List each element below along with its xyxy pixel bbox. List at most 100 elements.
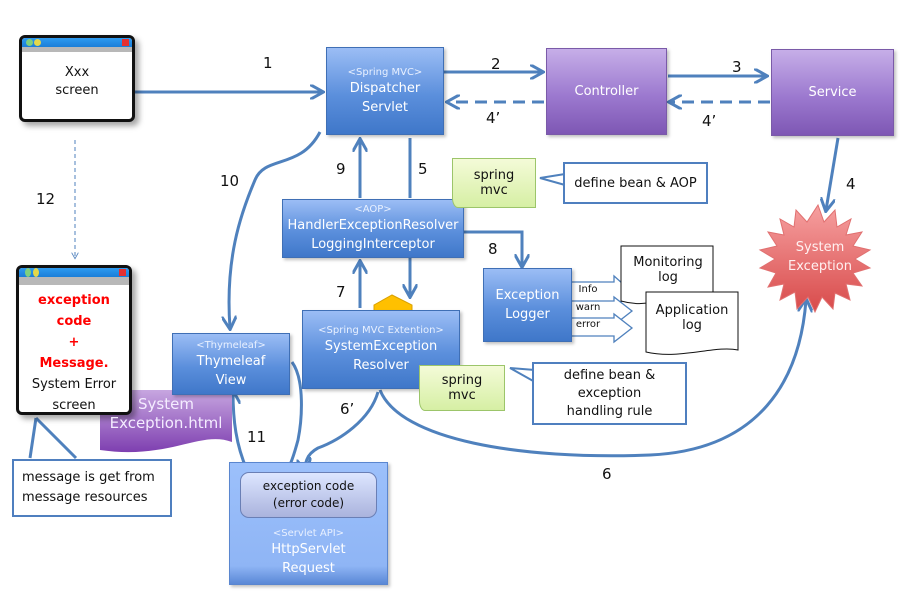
- spring-mvc-config-note: spring mvc: [452, 158, 536, 208]
- system-error-screen-window: exception code + Message. System Error s…: [16, 265, 132, 415]
- callout-text: define bean & AOP: [574, 175, 697, 191]
- step-label-7: 7: [336, 283, 346, 301]
- define-exception-rule-callout: define bean & exception handling rule: [532, 362, 687, 425]
- arrow-4: [826, 137, 840, 210]
- component-label: Exception: [495, 288, 560, 303]
- error-screen-label: System Error: [31, 377, 117, 392]
- stereotype-label: <Spring MVC>: [347, 66, 423, 78]
- step-label-2: 2: [491, 55, 501, 73]
- template-label-line: System: [138, 395, 194, 413]
- step-label-4prime: 4’: [702, 112, 717, 130]
- arrow-8: [464, 230, 522, 266]
- component-label: LoggingInterceptor: [311, 237, 435, 252]
- error-code-label: exception code: [262, 479, 355, 493]
- component-label: Controller: [574, 84, 639, 99]
- error-code-label: (error code): [272, 496, 345, 510]
- exception-logger-box: Exception Logger: [483, 268, 572, 342]
- step-label-11: 11: [247, 428, 267, 446]
- define-bean-aop-callout: define bean & AOP: [563, 162, 708, 204]
- arrow-6: [378, 300, 806, 458]
- template-label: System Exception.html: [100, 388, 232, 440]
- stereotype-label: <AOP>: [354, 204, 392, 215]
- application-log-doc: [645, 291, 739, 355]
- system-exception-starburst: [758, 203, 872, 314]
- step-label-1: 1: [263, 54, 273, 72]
- stereotype-label: <Servlet API>: [272, 528, 345, 539]
- note-label: mvc: [448, 388, 476, 403]
- stereotype-label: <Thymeleaf>: [196, 339, 266, 351]
- log-level-error: error: [575, 319, 601, 330]
- component-label: Logger: [505, 307, 550, 322]
- component-label: Service: [808, 85, 857, 100]
- arrow-10: [229, 131, 322, 328]
- note-label: spring: [441, 373, 483, 388]
- window-close-icon: [119, 269, 126, 276]
- xxx-screen-window: Xxx screen: [19, 35, 135, 122]
- thymeleaf-view-box: <Thymeleaf> Thymeleaf View: [172, 333, 290, 395]
- xxx-screen-label: Xxx: [64, 65, 90, 80]
- callout-text: handling rule: [566, 403, 653, 419]
- step-label-6prime: 6’: [340, 400, 355, 418]
- template-document-shape: [100, 390, 232, 453]
- component-label: Resolver: [353, 358, 409, 373]
- system-exception-label: System Exception: [775, 235, 865, 279]
- stereotype-label: <Spring MVC Extention>: [318, 325, 444, 336]
- service-box: Service: [771, 49, 894, 136]
- note-label: mvc: [480, 183, 508, 198]
- step-label-9: 9: [336, 160, 346, 178]
- exception-code-label: exception code: [38, 293, 110, 329]
- step-label-3: 3: [732, 58, 742, 76]
- xxx-screen-label: screen: [55, 83, 99, 98]
- application-log-label: Application log: [650, 296, 734, 340]
- callout-text: message resources: [22, 490, 148, 505]
- arrow-11: [233, 392, 249, 471]
- component-label: HandlerExceptionResolver: [287, 218, 459, 233]
- step-label-4prime: 4’: [486, 109, 501, 127]
- template-label-line: Exception.html: [109, 414, 223, 432]
- component-label: Thymeleaf: [196, 353, 266, 369]
- error-screen-label: screen: [52, 398, 96, 413]
- exception-label-line: Exception: [788, 259, 852, 274]
- handler-exception-resolver-box: <AOP> HandlerExceptionResolver LoggingIn…: [282, 199, 464, 258]
- exception-label-line: System: [795, 240, 845, 255]
- component-label: Request: [282, 561, 335, 576]
- note-pointer-aop: [539, 173, 566, 186]
- window-title-bar: [19, 268, 129, 277]
- step-label-8: 8: [488, 240, 498, 258]
- window-dot-icon: [25, 268, 31, 277]
- callout-text: exception: [577, 385, 642, 401]
- error-code-box: exception code (error code): [240, 472, 377, 518]
- dispatcher-servlet-box: <Spring MVC> Dispatcher Servlet: [326, 47, 444, 135]
- component-label: SystemException: [324, 339, 438, 354]
- step-label-12: 12: [36, 190, 56, 208]
- window-dot-icon: [26, 39, 33, 46]
- monitoring-log-label: Monitoring log: [626, 250, 710, 290]
- message-resources-callout: message is get from message resources: [12, 459, 172, 517]
- component-label: View: [215, 372, 247, 388]
- note-pointer-line: [28, 416, 78, 460]
- log-label: Application: [655, 303, 729, 318]
- step-label-10: 10: [220, 172, 240, 190]
- step-label-4: 4: [846, 175, 856, 193]
- message-label: Message.: [39, 356, 109, 371]
- log-label: log: [658, 270, 678, 285]
- window-close-icon: [122, 39, 129, 46]
- log-level-warn: warn: [575, 302, 601, 313]
- window-title-bar: [22, 38, 132, 47]
- step-label-6: 6: [602, 465, 612, 483]
- window-dot-icon: [33, 268, 39, 277]
- component-label: Dispatcher: [349, 80, 421, 96]
- component-label: HttpServlet: [271, 542, 346, 557]
- callout-text: message is get from: [22, 470, 155, 485]
- component-label: Servlet: [362, 99, 408, 115]
- controller-box: Controller: [546, 48, 667, 135]
- note-label: spring: [473, 168, 515, 183]
- plus-label: +: [68, 335, 80, 350]
- note-pointer-rule: [509, 367, 536, 383]
- spring-mvc-config-note: spring mvc: [419, 365, 505, 411]
- window-dot-icon: [34, 39, 41, 46]
- log-label: log: [682, 318, 702, 333]
- callout-text: define bean &: [563, 367, 656, 383]
- log-level-info: Info: [578, 284, 598, 295]
